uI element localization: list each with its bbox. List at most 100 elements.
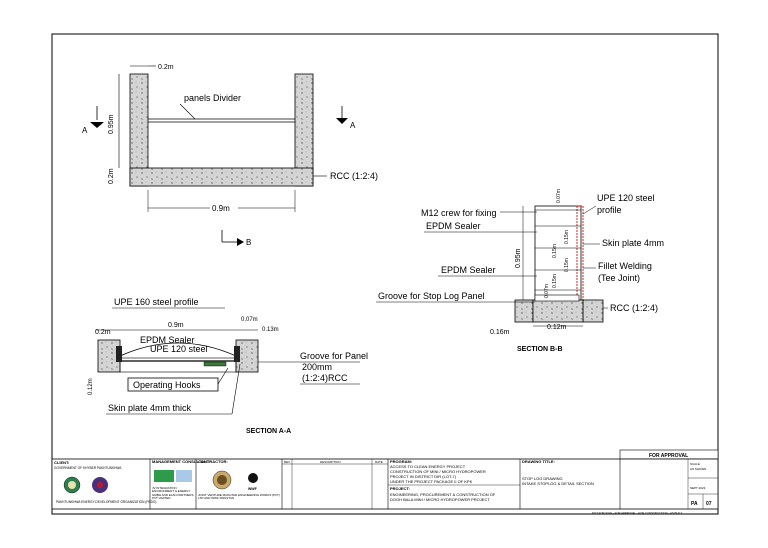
sa-base — [119, 357, 237, 373]
scale-label: SCALE — [690, 462, 700, 466]
sb-dim-015a: 0.15m — [564, 230, 570, 244]
approval-label: FOR APPROVAL — [649, 453, 688, 459]
plan-base-dim: 0.2m — [108, 168, 115, 184]
desc-label: DESCRIPTION — [320, 460, 341, 464]
contractor-label: CONTRACTOR: — [198, 459, 228, 464]
sb-fillet-label-1: Fillet Welding — [598, 261, 652, 271]
drawing-title-1: STOP LOG DRAWING — [522, 476, 563, 481]
program-line2: CONSTRUCTION OF MINI / MICRO HYDROPOWER — [390, 469, 486, 474]
sb-upe120-label: UPE 120 steel — [597, 193, 655, 203]
project-line1: ENGINEERING, PROCUREMENT & CONSTRUCTION … — [390, 492, 496, 497]
sb-left-block — [514, 299, 534, 323]
sa-dim-09: 0.9m — [168, 322, 184, 329]
sa-upe120-label: UPE 120 steel — [150, 344, 208, 354]
width-dim-bg — [210, 203, 238, 212]
section-b-b: 0.95m 0.07m 0.15m 0.15m 0.15m 0.15m 0.07… — [376, 189, 664, 353]
plan-base-slab — [129, 167, 314, 187]
sb-dim-007b: 0.07m — [544, 284, 550, 298]
program-line3: PROJECT IN DISTRICT DIR (LOT-7) — [390, 474, 457, 479]
sb-epdm-top-label: EPDM Sealer — [426, 221, 481, 231]
client-label: CLIENT: — [54, 460, 69, 465]
sheet-a: PA — [691, 501, 698, 507]
mgmt-logo-1 — [154, 470, 174, 482]
sb-dim-015c: 0.15m — [564, 258, 570, 272]
sa-hooks-box — [127, 377, 219, 392]
drawing-title-2: INTAKE STOPLOG & DETAIL SECTION — [522, 481, 594, 486]
panels-divider-label: panels Divider — [184, 93, 241, 103]
sb-dim-012: 0.12m — [547, 324, 567, 331]
program-label: PROGRAM: — [390, 459, 412, 464]
sb-dim-top: 0.07m — [556, 189, 562, 203]
drawing-title-label: DRAWING TITLE: — [522, 459, 555, 464]
sa-groove-label: Groove for Panel — [300, 351, 368, 361]
project-label: PROJECT: — [390, 486, 410, 491]
mgmt-logo-2 — [176, 470, 192, 482]
footer-note: NOT FOR SIGN - FOR APPROVAL - FOR CONSTR… — [592, 511, 682, 515]
date-label: DATE — [375, 460, 383, 464]
sb-base-slab — [532, 299, 584, 323]
section-b-title: SECTION B-B — [517, 346, 563, 353]
sb-epdm-mid-label: EPDM Sealer — [441, 265, 496, 275]
sa-dim-013: 0.13m — [262, 327, 279, 333]
title-block: FOR APPROVAL CLIENT: GOVERNMENT OF KHYBE… — [51, 449, 719, 515]
mgmt-name: JV INTEGRATION ENVIRONMENT & ENERGY GMBH… — [152, 487, 194, 501]
client-name: GOVERNMENT OF KHYBER PAKHTUNKHWA — [54, 466, 122, 470]
sa-hook-plate — [203, 361, 227, 367]
sa-hooks-leader — [217, 367, 229, 385]
sa-arch-top — [119, 342, 237, 357]
sa-dim-007: 0.07m — [241, 317, 258, 323]
section-b-arrow — [237, 238, 244, 246]
mgmt-label: MANAGEMENT CONSULTANT: — [152, 459, 210, 464]
sb-dim-016: 0.16m — [490, 329, 510, 336]
rev-label: REV — [284, 460, 290, 464]
sb-fillet-label-2: (Tee Joint) — [598, 273, 640, 283]
sb-groove-label: Groove for Stop Log Panel — [378, 291, 485, 301]
divider-leader — [179, 103, 196, 120]
plan-width-dim: 0.9m — [212, 204, 230, 213]
section-a-left-arrow — [90, 122, 104, 128]
sb-height-dim: 0.95m — [515, 248, 522, 268]
sa-right-channel — [234, 346, 240, 362]
sb-upe120-label-2: profile — [597, 205, 622, 215]
sb-panel — [534, 205, 582, 301]
sb-right-block — [582, 299, 604, 323]
sa-skin-leader — [231, 363, 241, 415]
sa-groove-size: 200mm — [302, 362, 332, 372]
sb-rcc-label: RCC (1:2:4) — [610, 303, 658, 313]
program-line1: ACCESS TO CLEAN ENERGY PROJECT — [390, 464, 466, 469]
plan-wall-dim: 0.2m — [158, 64, 174, 71]
sheet-b: 07 — [706, 501, 712, 507]
title-strip — [51, 458, 719, 510]
program-line4: UNDER THE PROJECT PACKAGE II OF KPK — [390, 479, 473, 484]
sa-dim-02: 0.2m — [95, 329, 111, 336]
wwf-panda-icon — [248, 473, 258, 483]
plan-rcc-label: RCC (1:2:4) — [330, 171, 378, 181]
contractor-logo-inner — [217, 475, 227, 485]
sa-dim-012: 0.12m — [88, 378, 94, 395]
section-b-label: B — [246, 238, 251, 247]
sa-left-channel — [116, 346, 122, 362]
sb-groove — [534, 294, 580, 302]
sa-epdm-label: EPDM Sealer — [140, 335, 195, 345]
section-a-left-label: A — [82, 126, 88, 135]
sb-upe-leader — [582, 205, 597, 215]
sb-dim-015d: 0.15m — [552, 274, 558, 288]
section-a-right-label: A — [350, 121, 356, 130]
sa-hooks-label: Operating Hooks — [133, 380, 201, 390]
upe160-label: UPE 160 steel profile — [114, 297, 199, 307]
project-line2: DOGH BALA MINI / MICRO HYDROPOWER PROJEC… — [390, 497, 490, 502]
date-value: SEPT 2023 — [690, 486, 706, 490]
client-logo-inner — [68, 481, 76, 489]
pedo-logo-inner — [97, 482, 103, 488]
sa-groove-rcc: (1:2:4)RCC — [302, 373, 348, 383]
sa-skin-label: Skin plate 4mm thick — [108, 403, 192, 413]
sb-skin-label: Skin plate 4mm — [602, 238, 664, 248]
scale-value: AS SHOWN — [690, 467, 706, 471]
sb-m12-label: M12 crew for fixing — [421, 208, 497, 218]
section-a-right-arrow — [336, 118, 348, 124]
client-org: PAKHTUNKHWA ENERGY DEVELOPMENT ORGANIZAT… — [56, 500, 156, 504]
sheet-border — [51, 33, 719, 515]
plan-height-dim: 0.95m — [108, 114, 115, 134]
